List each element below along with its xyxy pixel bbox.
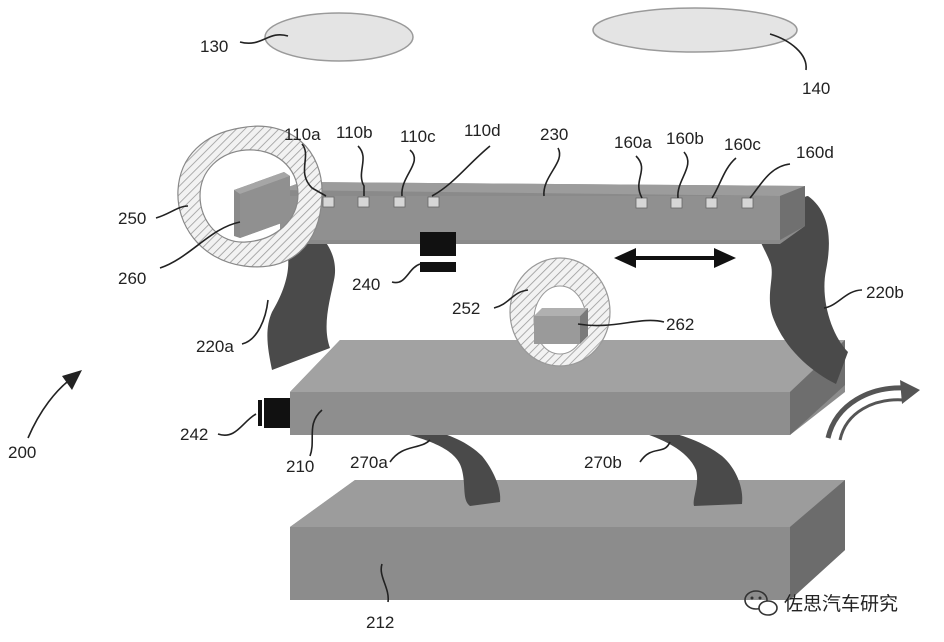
top-plate-230 (280, 182, 805, 244)
leader-220a (241, 299, 269, 345)
ellipse-130 (264, 12, 414, 62)
leader-140 (769, 33, 807, 71)
leader-250 (155, 205, 189, 219)
rotation-arrows-icon (825, 380, 920, 441)
leader-160a (635, 155, 643, 199)
label-250: 250 (118, 209, 146, 228)
label-160b: 160b (666, 129, 704, 148)
sensor-160a (635, 197, 648, 209)
leader-160d (749, 163, 791, 199)
spring-270a (398, 430, 501, 506)
leader-220b (823, 289, 863, 309)
leader-210 (309, 409, 323, 457)
leader-110a (301, 143, 327, 197)
watermark-text: 佐思汽车研究 (784, 593, 898, 615)
connector-242 (258, 398, 290, 428)
sensor-110b (357, 196, 370, 208)
label-160c: 160c (724, 135, 761, 154)
leader-262 (577, 319, 665, 327)
label-140: 140 (802, 79, 830, 98)
label-230: 230 (540, 125, 568, 144)
label-240: 240 (352, 275, 380, 294)
label-210: 210 (286, 457, 314, 476)
label-270a: 270a (350, 453, 388, 472)
leader-260 (159, 221, 241, 269)
leader-160b (677, 151, 689, 199)
label-262: 262 (666, 315, 694, 334)
spring-270b (640, 430, 743, 506)
label-252: 252 (452, 299, 480, 318)
double-arrow (614, 248, 736, 268)
connector-240 (420, 232, 456, 272)
watermark: 佐思汽车研究 (744, 590, 898, 616)
sensor-110d (427, 196, 440, 208)
label-220a: 220a (196, 337, 234, 356)
leader-270b (639, 441, 671, 463)
label-200: 200 (8, 443, 36, 462)
leader-110b (357, 145, 365, 196)
sensor-160b (670, 197, 683, 209)
leader-110d (431, 145, 491, 197)
leader-110c (401, 149, 416, 197)
arrow-200 (27, 370, 82, 439)
spring-220a (267, 238, 336, 370)
ring-250 (177, 125, 323, 268)
leader-212 (380, 563, 389, 603)
ellipse-140 (592, 7, 798, 53)
label-110b: 110b (336, 123, 373, 142)
label-212: 212 (366, 613, 394, 632)
base-plate-212 (290, 480, 845, 600)
label-130: 130 (200, 37, 228, 56)
sensor-160d (741, 197, 754, 209)
label-242: 242 (180, 425, 208, 444)
sensor-110c (393, 196, 406, 208)
leader-160c (711, 157, 737, 199)
sensor-160c (705, 197, 718, 209)
spring-220b (760, 196, 848, 384)
label-110a: 110a (284, 125, 321, 144)
leader-240 (391, 263, 421, 284)
label-260: 260 (118, 269, 146, 288)
leader-270a (389, 439, 431, 463)
leader-230 (543, 147, 561, 197)
leader-252 (493, 289, 529, 309)
label-160a: 160a (614, 133, 652, 152)
label-220b: 220b (866, 283, 904, 302)
magnet-260 (234, 172, 290, 238)
label-110d: 110d (464, 121, 501, 140)
leader-130 (239, 33, 289, 45)
sensor-110a (322, 196, 335, 208)
label-110c: 110c (400, 127, 436, 146)
wechat-icon (744, 590, 778, 616)
magnet-262 (534, 308, 588, 344)
leader-242 (217, 413, 257, 436)
label-270b: 270b (584, 453, 622, 472)
label-160d: 160d (796, 143, 834, 162)
